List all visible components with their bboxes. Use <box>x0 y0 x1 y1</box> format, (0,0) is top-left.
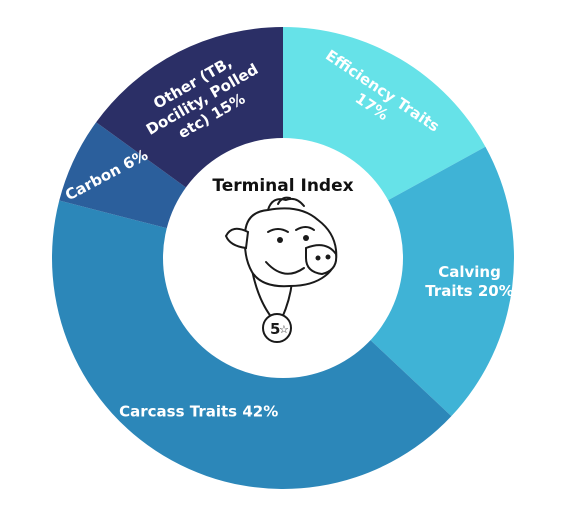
slice-label-2: Carcass Traits 42% <box>119 402 278 420</box>
donut-slice-2 <box>52 200 452 489</box>
medal-star-icon: ☆ <box>279 323 289 336</box>
medal-icon <box>262 313 292 343</box>
bull-mascot-icon: 5 ☆ <box>224 196 338 343</box>
slice-label-line: Carcass Traits 42% <box>119 402 278 420</box>
slice-label-line: Calving <box>438 263 501 281</box>
medal-number: 5 <box>270 320 280 338</box>
slice-label-line: Traits 20% <box>425 282 513 300</box>
center-title: Terminal Index <box>212 176 353 196</box>
donut-slice-0 <box>283 27 486 202</box>
donut-slice-1 <box>369 146 514 417</box>
donut-slice-3 <box>59 122 188 229</box>
